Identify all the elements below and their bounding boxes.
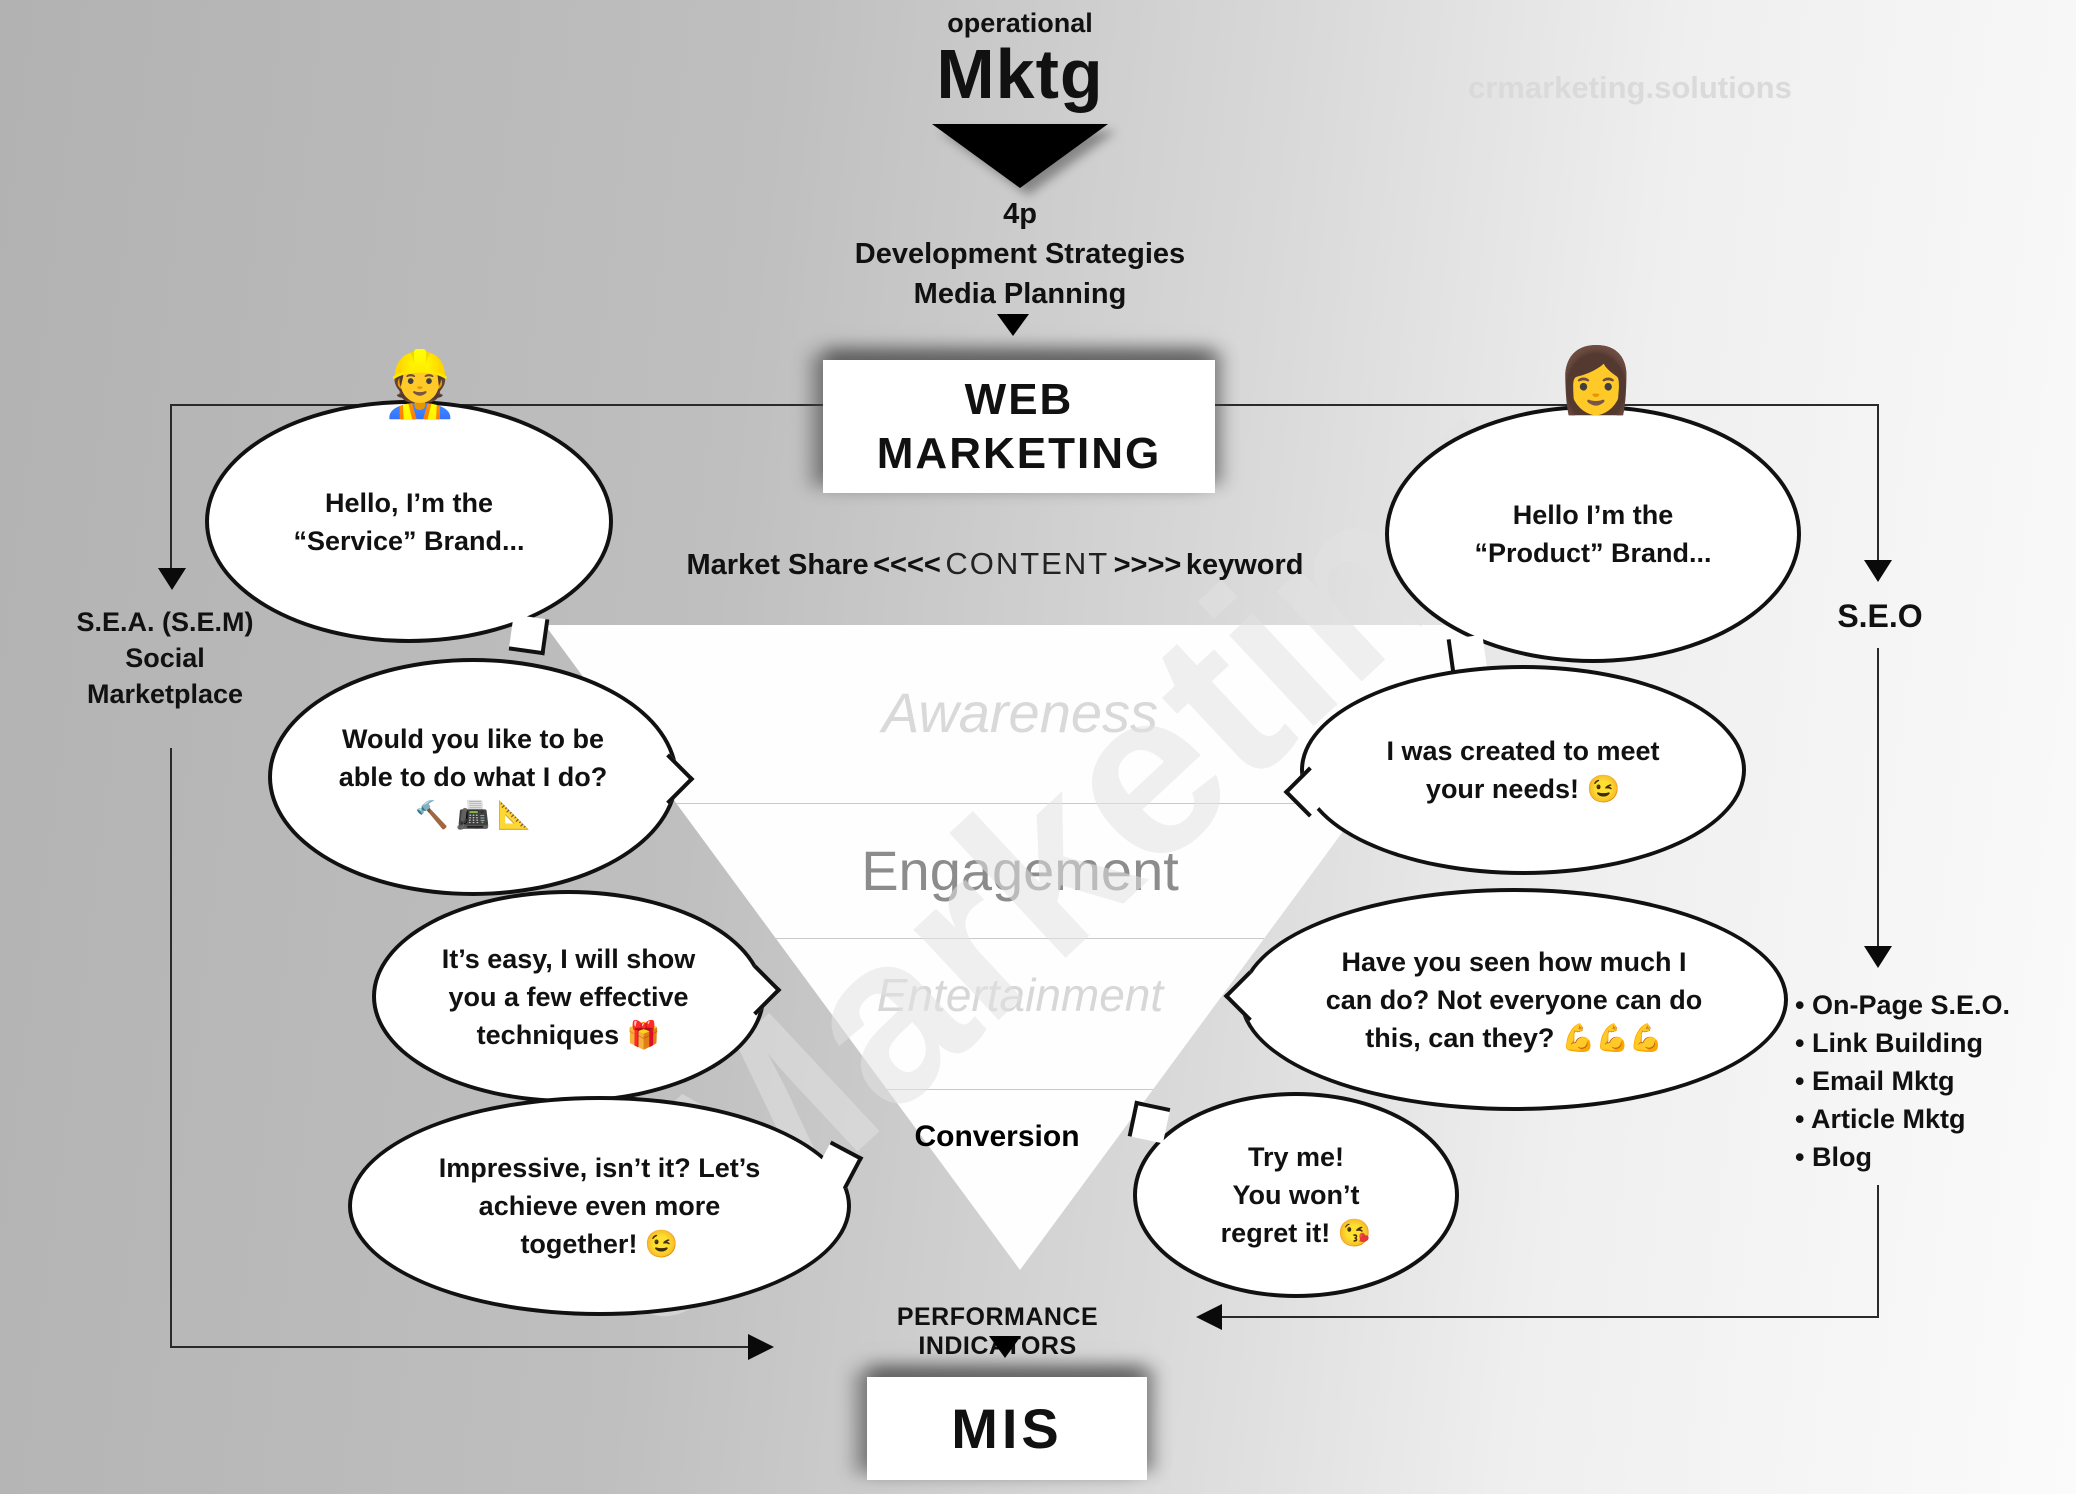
bubble-text: “Service” Brand... — [293, 525, 525, 556]
strategy-steps: 4p Development Strategies Media Planning — [760, 194, 1280, 314]
bubble-text: Hello I’m the — [1512, 500, 1674, 530]
connector-right-vertical-2 — [1877, 648, 1879, 948]
bubble-text: techniques 🎁 — [476, 1019, 661, 1050]
arrow-left-icon — [1196, 1304, 1222, 1330]
bubble-text: able to do what I do? — [338, 762, 608, 792]
right-chevrons: >>>> — [1113, 549, 1182, 581]
arrow-right-icon — [748, 1334, 774, 1360]
service-bubble-2: Would you like to be able to do what I d… — [268, 658, 695, 896]
content-label: CONTENT — [945, 546, 1110, 581]
mis-box: MIS — [867, 1377, 1147, 1480]
step-media-planning: Media Planning — [913, 278, 1127, 310]
product-bubble-1: Hello I’m the “Product” Brand... — [1385, 405, 1801, 676]
bubble-text: together! 😉 — [520, 1229, 679, 1259]
sea-channel-label: S.E.A. (S.E.M) Social Marketplace — [30, 604, 300, 712]
bubble-text: Impressive, isn’t it? Let’s — [438, 1153, 761, 1183]
service-bubble-1: Hello, I’m the “Service” Brand... — [205, 400, 613, 656]
bubble-text: “Product” Brand... — [1474, 538, 1712, 568]
connector-top-right — [1215, 404, 1879, 406]
connector-top-left — [171, 404, 823, 406]
connector-bottom-left — [170, 1346, 748, 1348]
product-bubble-2: I was created to meet your needs! 😉 — [1283, 665, 1746, 875]
sea-line1: S.E.A. (S.E.M) — [76, 607, 254, 637]
bubble-tail-icon — [508, 614, 550, 656]
bubble-emoji-row: 🔨 📠 📐 — [415, 800, 531, 830]
small-down-arrow-icon — [989, 1336, 1021, 1358]
keyword-label: keyword — [1185, 549, 1304, 581]
bubble-text: Have you seen how much I — [1341, 946, 1687, 977]
arrow-down-icon — [158, 568, 186, 590]
web-marketing-box: WEB MARKETING — [823, 360, 1215, 493]
connector-right-vertical-1 — [1877, 404, 1879, 562]
connector-left-vertical-1 — [170, 404, 172, 570]
connector-right-vertical-3 — [1877, 1185, 1879, 1317]
bubble-text: achieve even more — [478, 1191, 721, 1221]
funnel-stage-conversion: Conversion — [914, 1120, 1080, 1153]
bubble-text: Would you like to be — [341, 724, 604, 754]
funnel-stage-awareness: Awareness — [881, 681, 1158, 744]
market-content-line: Market Share <<<< CONTENT >>>> keyword — [640, 546, 1350, 582]
seo-item-linkbuilding: Link Building — [1795, 1024, 2071, 1062]
sea-line2: Social — [125, 643, 205, 673]
bubble-text: Try me! — [1247, 1142, 1345, 1172]
step-development-strategies: Development Strategies — [854, 238, 1186, 270]
seo-item-blog: Blog — [1795, 1138, 2071, 1176]
mis-label: MIS — [951, 1397, 1063, 1460]
bubble-text: your needs! 😉 — [1425, 774, 1621, 804]
arrow-down-icon — [1864, 560, 1892, 582]
step-4p: 4p — [1003, 198, 1037, 230]
arrow-down-icon — [1864, 946, 1892, 968]
connector-bottom-right — [1222, 1316, 1879, 1318]
funnel-divider-1 — [676, 803, 1364, 804]
market-share-label: Market Share — [686, 549, 869, 581]
bubble-text: It’s easy, I will show — [441, 943, 696, 974]
seo-channel-label: S.E.O — [1837, 598, 1923, 634]
left-chevrons: <<<< — [873, 549, 941, 581]
bubble-text: regret it! 😘 — [1220, 1218, 1372, 1248]
product-bubble-3: Have you seen how much I can do? Not eve… — [1223, 888, 1788, 1111]
big-down-arrow-icon — [932, 124, 1108, 188]
bubble-text: I was created to meet — [1386, 736, 1660, 766]
funnel-stage-engagement: Engagement — [861, 839, 1179, 902]
connector-left-vertical-2 — [170, 748, 172, 1348]
header-title: Mktg — [936, 35, 1104, 113]
small-down-arrow-icon — [997, 314, 1029, 336]
sea-line3: Marketplace — [86, 679, 244, 709]
bubble-tail-icon — [1127, 1100, 1171, 1144]
bubble-text: you a few effective — [448, 981, 689, 1012]
seo-item-emailmktg: Email Mktg — [1795, 1062, 2071, 1100]
seo-item-articlemktg: Article Mktg — [1795, 1100, 2071, 1138]
bubble-text: can do? Not everyone can do — [1325, 984, 1703, 1015]
site-watermark: crmarketing.solutions — [1468, 70, 1792, 105]
service-bubble-3: It’s easy, I will show you a few effecti… — [372, 890, 782, 1103]
funnel-divider-2 — [776, 938, 1264, 939]
bubble-text: You won’t — [1232, 1180, 1360, 1210]
woman-emoji-icon: 👩 — [1556, 344, 1636, 416]
bubble-text: this, can they? 💪💪💪 — [1365, 1022, 1663, 1053]
web-marketing-line1: WEB — [964, 374, 1074, 424]
product-bubble-4: Try me! You won’t regret it! 😘 — [1127, 1092, 1459, 1298]
seo-tactics-list: On-Page S.E.O. Link Building Email Mktg … — [1795, 986, 2071, 1176]
funnel-divider-3 — [887, 1089, 1153, 1090]
funnel-stage-entertainment: Entertainment — [876, 969, 1164, 1021]
construction-worker-emoji-icon: 👷 — [380, 348, 460, 420]
header-kicker: operational — [947, 8, 1093, 38]
seo-item-onpage: On-Page S.E.O. — [1795, 986, 2071, 1024]
web-marketing-line2: MARKETING — [876, 428, 1162, 478]
service-bubble-4: Impressive, isn’t it? Let’s achieve even… — [348, 1096, 864, 1316]
bubble-text: Hello, I’m the — [324, 487, 494, 518]
bubble-tail-icon — [814, 1140, 864, 1189]
